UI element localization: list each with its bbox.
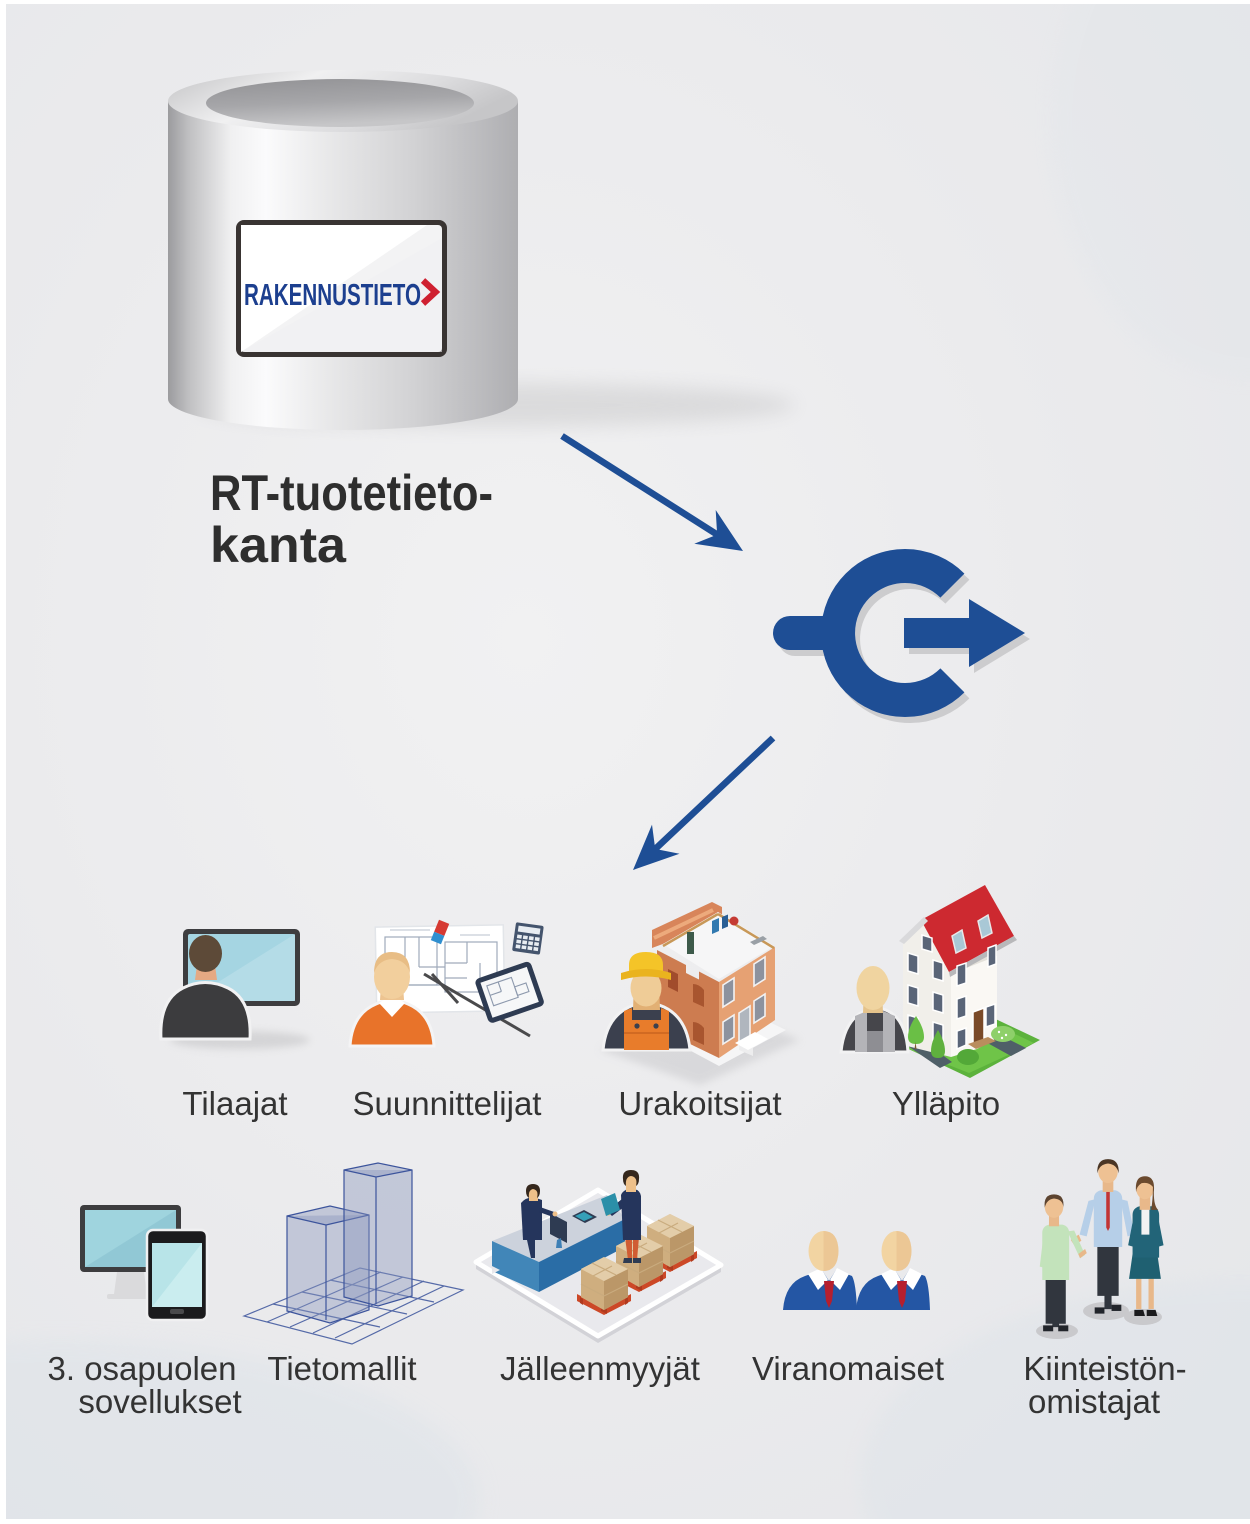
svg-text:sovellukset: sovellukset [78, 1383, 241, 1420]
svg-text:Kiinteistön-: Kiinteistön- [1023, 1350, 1186, 1387]
svg-text:RT-tuotetieto-: RT-tuotetieto- [210, 465, 493, 521]
svg-text:Jälleenmyyjät: Jälleenmyyjät [500, 1350, 700, 1387]
svg-text:Tilaajat: Tilaajat [182, 1085, 287, 1122]
svg-text:Suunnittelijat: Suunnittelijat [353, 1085, 542, 1122]
svg-text:omistajat: omistajat [1028, 1383, 1160, 1420]
svg-text:kanta: kanta [210, 517, 347, 573]
svg-text:RAKENNUSTIETO: RAKENNUSTIETO [244, 277, 421, 312]
svg-text:Urakoitsijat: Urakoitsijat [618, 1085, 781, 1122]
svg-text:Ylläpito: Ylläpito [892, 1085, 1000, 1122]
svg-text:Tietomallit: Tietomallit [267, 1350, 416, 1387]
svg-text:Viranomaiset: Viranomaiset [752, 1350, 944, 1387]
svg-text:3. osapuolen: 3. osapuolen [48, 1350, 237, 1387]
